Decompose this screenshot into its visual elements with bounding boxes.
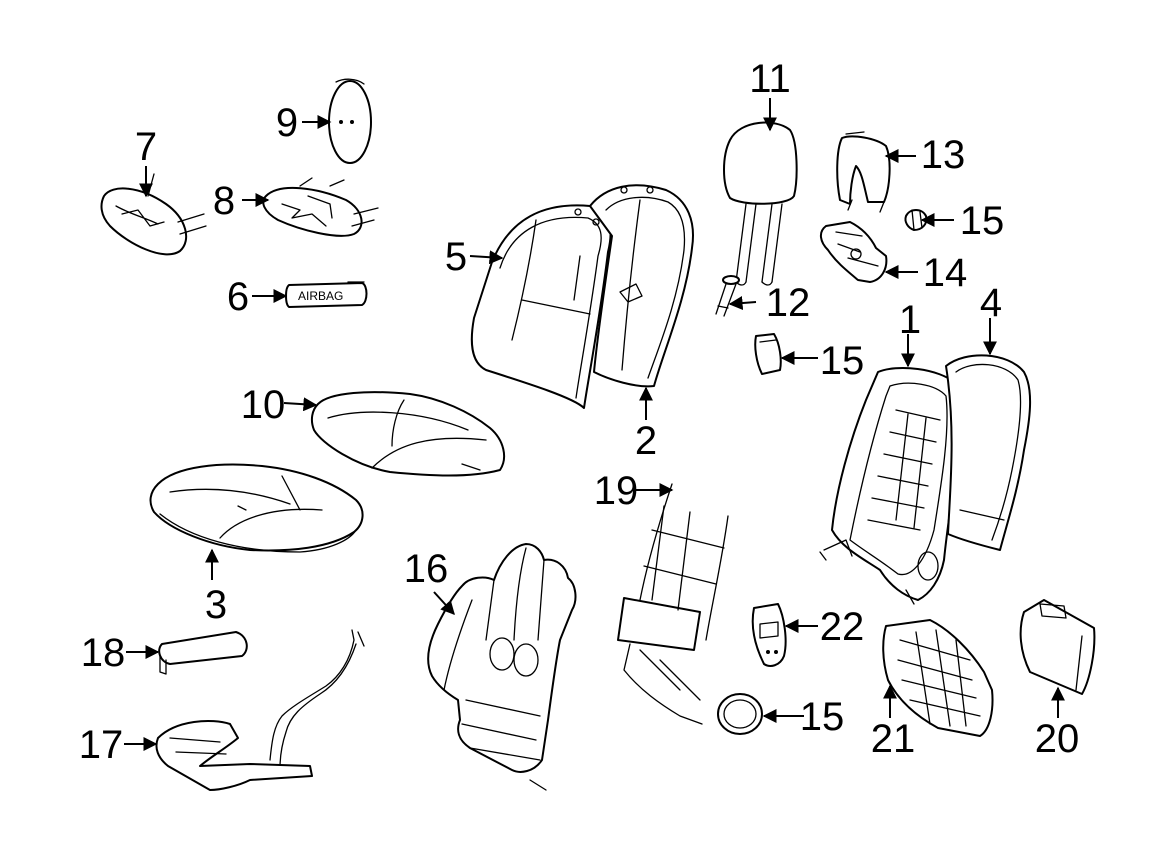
callout-15-pad: 15	[820, 339, 865, 383]
part-16-backrest-pad	[427, 543, 577, 791]
part-6-airbag-label: AIRBAG	[285, 281, 368, 308]
callout-10: 10	[241, 383, 286, 427]
callout-15-grommet: 15	[800, 695, 845, 739]
callout-labels: 1 2 3 4 5 6 7 8 9 10 11 12 13 14 15 15 1…	[79, 57, 1080, 767]
callout-8: 8	[213, 179, 235, 223]
callout-3: 3	[205, 583, 227, 627]
callout-17: 17	[79, 723, 124, 767]
part-11-headrest	[723, 121, 798, 286]
callout-21: 21	[871, 717, 916, 761]
part-14-lock-bracket	[820, 221, 888, 283]
callout-2: 2	[635, 419, 657, 463]
part-20-module-box	[1019, 599, 1096, 695]
callout-13: 13	[921, 133, 966, 177]
callout-6: 6	[227, 275, 249, 319]
part-17-wiring-harness	[155, 629, 365, 791]
callout-5: 5	[445, 235, 467, 279]
callout-15-clip: 15	[960, 199, 1005, 243]
part-12-guide-pin	[715, 275, 740, 317]
callout-12: 12	[766, 281, 811, 325]
part-8-bolster-trim	[262, 177, 379, 237]
callout-18: 18	[81, 631, 126, 675]
callout-14: 14	[923, 251, 968, 295]
callout-9: 9	[276, 101, 298, 145]
callout-7: 7	[135, 125, 157, 169]
airbag-label-text: AIRBAG	[298, 289, 343, 303]
part-5-backrest-cover	[470, 204, 612, 409]
part-18-bracket	[158, 631, 248, 675]
part-3-cushion-pad	[149, 463, 364, 553]
part-1-seat-frame	[819, 367, 964, 605]
part-15-grommet	[717, 693, 763, 735]
part-22-control-module	[751, 603, 787, 667]
callout-22: 22	[820, 605, 865, 649]
part-19-lumbar-support	[617, 483, 729, 725]
part-4-back-panel	[945, 354, 1032, 551]
callout-16: 16	[404, 547, 449, 591]
part-2-backrest-rear	[589, 184, 694, 388]
part-21-heater-mat	[882, 619, 994, 737]
part-9-round-cap	[328, 78, 372, 164]
part-15-pad	[754, 333, 782, 375]
callout-1: 1	[899, 298, 921, 342]
part-10-cushion-cover	[310, 391, 506, 477]
callout-20: 20	[1035, 717, 1080, 761]
leader-lines	[124, 98, 1065, 751]
callout-19: 19	[594, 469, 639, 513]
callout-11: 11	[749, 57, 791, 101]
part-7-bolster-cover	[100, 173, 207, 256]
part-13-guide-cover	[836, 131, 891, 213]
callout-4: 4	[980, 281, 1002, 325]
